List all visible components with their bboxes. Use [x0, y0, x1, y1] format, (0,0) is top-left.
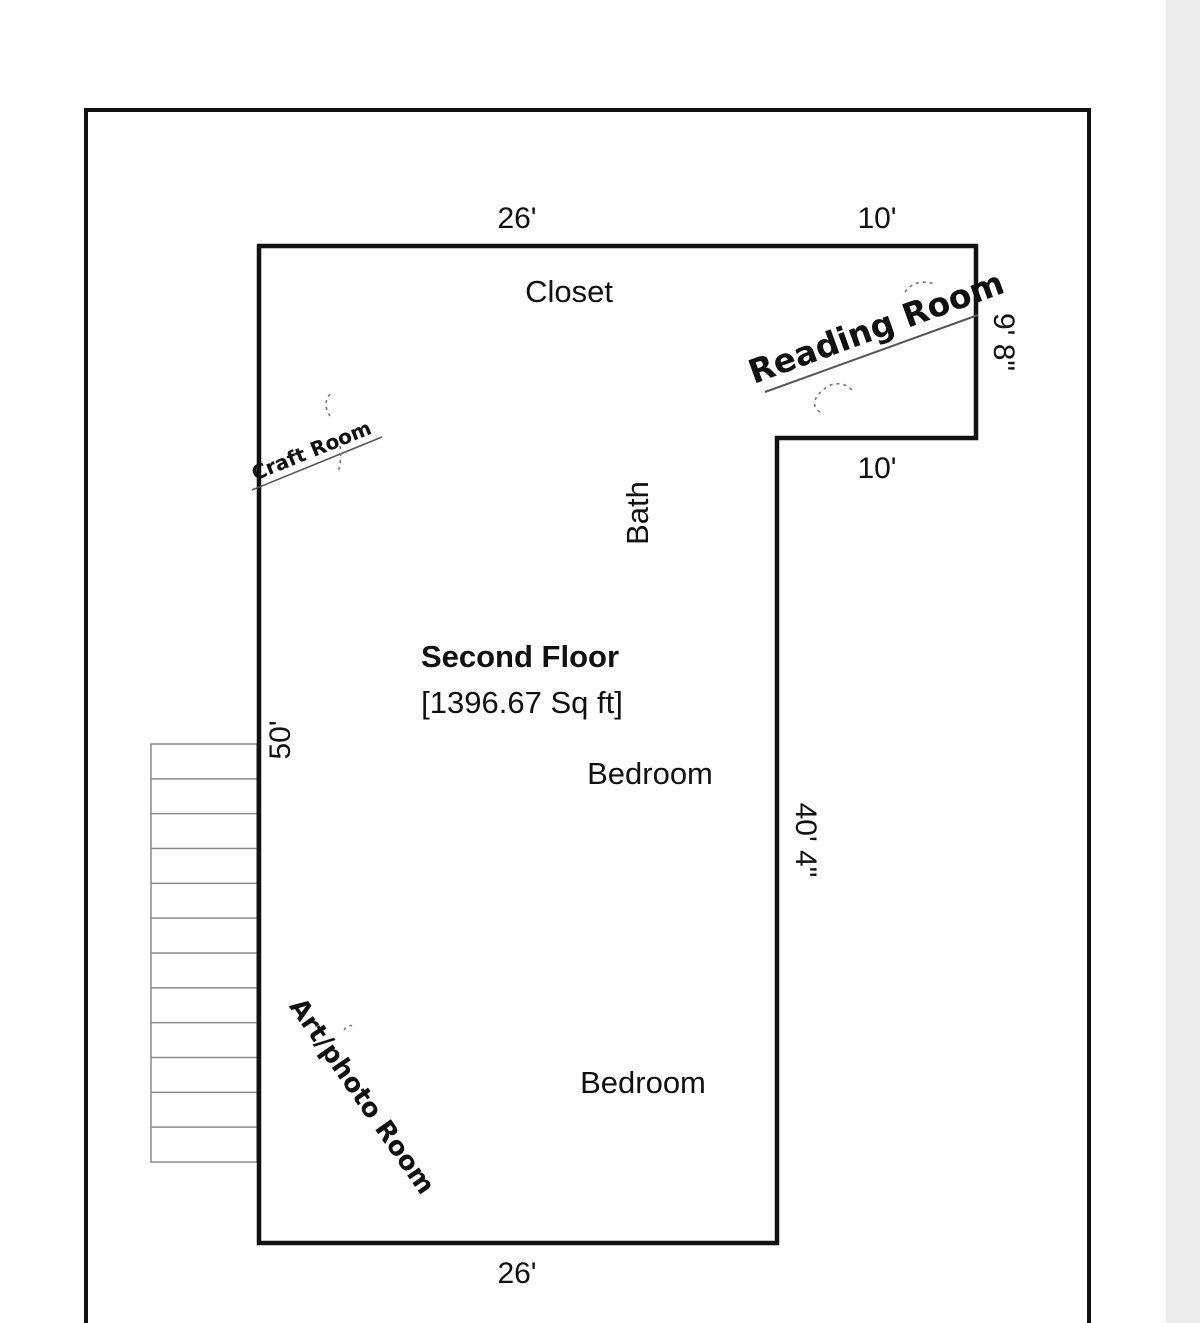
room-label-bath: Bath	[620, 481, 655, 545]
lot-boundary	[84, 108, 1091, 1323]
handwritten-craft-room: Craft Room	[248, 393, 383, 491]
floor-plan-diagram: 26' 10' 10' 9' 8" 50' 40' 4" 26' Closet …	[84, 108, 1091, 1323]
room-label-bedroom-upper: Bedroom	[587, 756, 713, 791]
dimension-left-side: 50'	[264, 720, 297, 759]
dimension-reading-bottom: 10'	[857, 452, 896, 485]
handwritten-art-photo-room: Art/photo Room	[283, 993, 441, 1200]
room-label-bedroom-lower: Bedroom	[580, 1065, 706, 1100]
dimension-top-main: 26'	[497, 202, 536, 235]
page-canvas: 26' 10' 10' 9' 8" 50' 40' 4" 26' Closet …	[0, 0, 1166, 1323]
dimension-bottom: 26'	[497, 1257, 536, 1290]
handwritten-craft-room-text: Craft Room	[248, 416, 375, 486]
craft-room-underline	[251, 436, 383, 491]
handwritten-art-photo-room-text: Art/photo Room	[283, 993, 441, 1200]
staircase	[150, 743, 258, 1163]
art-photo-room-scribble	[343, 1024, 353, 1031]
room-label-closet: Closet	[525, 274, 613, 309]
handwritten-reading-room-text: Reading Room	[743, 263, 1009, 392]
craft-room-scribble	[325, 393, 342, 473]
reading-room-scribble	[813, 281, 936, 413]
floor-area: [1396.67 Sq ft]	[421, 685, 623, 720]
floor-title: Second Floor	[421, 639, 619, 674]
dimension-top-reading: 10'	[857, 202, 896, 235]
second-floor-outline	[256, 243, 979, 1246]
handwritten-reading-room: Reading Room	[743, 263, 1009, 413]
dimension-reading-side: 9' 8"	[987, 313, 1020, 371]
dimension-right-side: 40' 4"	[789, 803, 822, 878]
reading-room-underline	[764, 314, 979, 393]
